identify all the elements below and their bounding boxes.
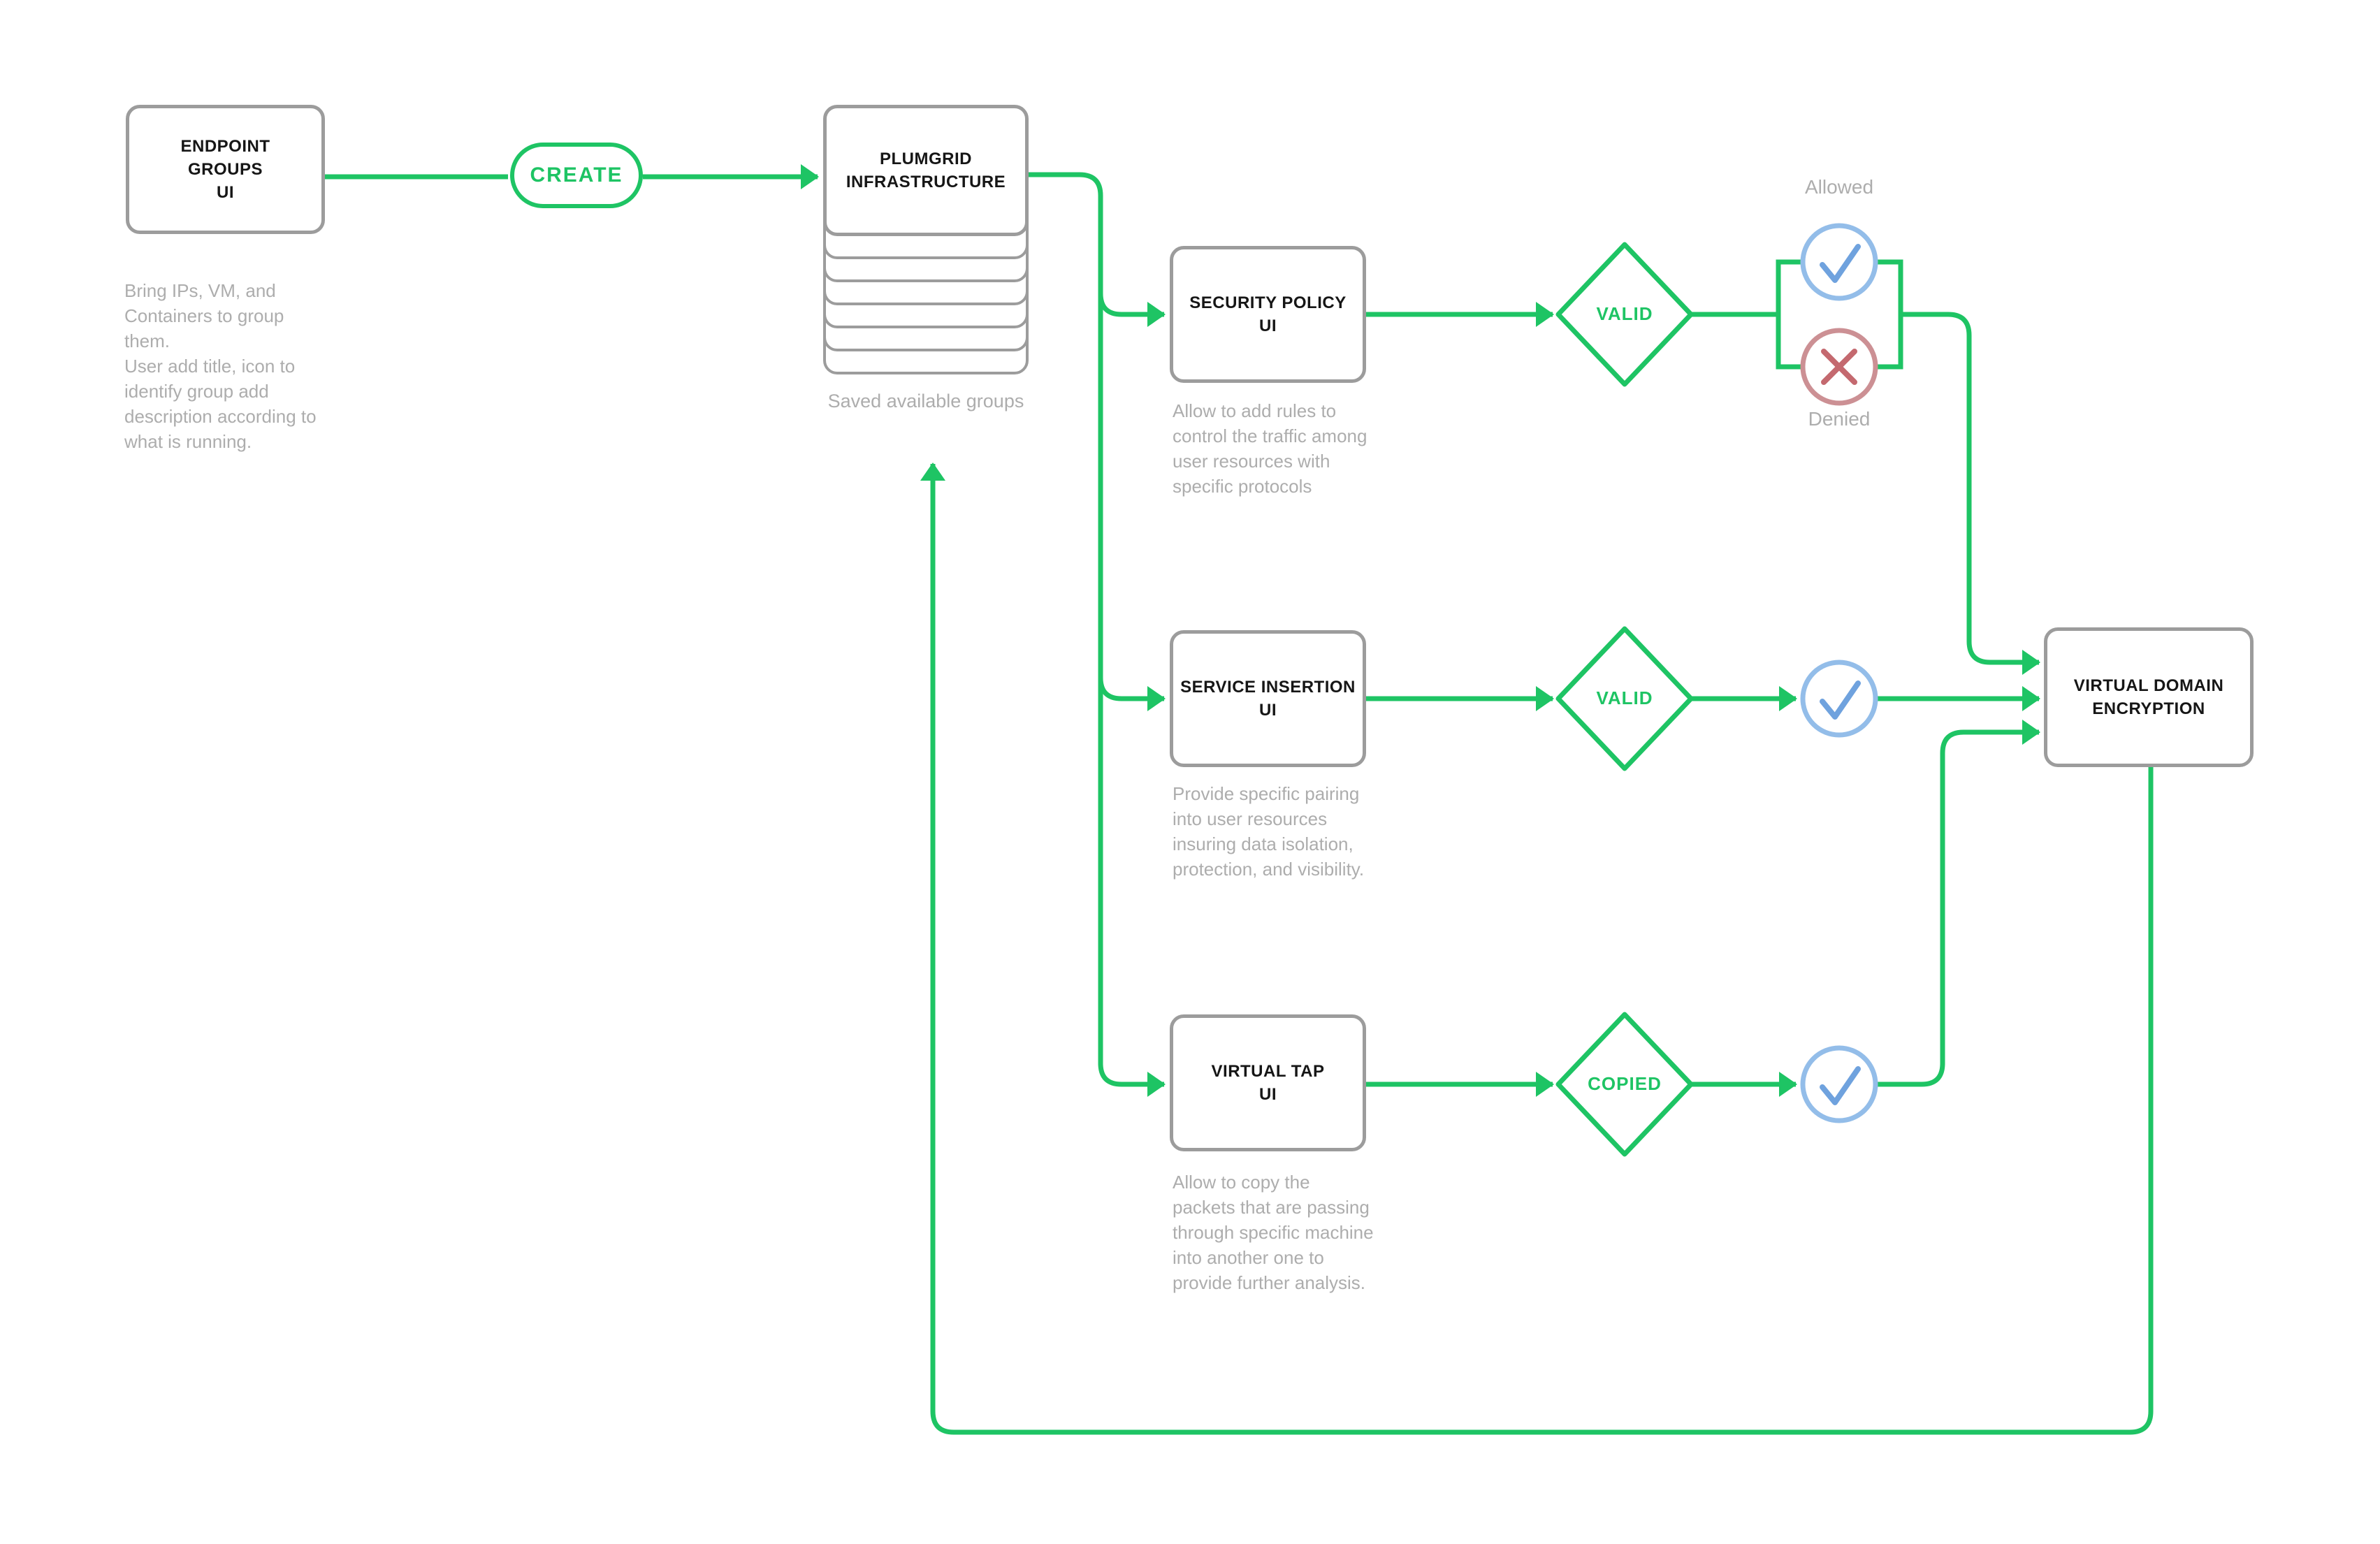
create-action-label: CREATE bbox=[530, 163, 623, 187]
check-icon bbox=[1820, 1066, 1861, 1105]
node-service-insertion: SERVICE INSERTION UI bbox=[1170, 630, 1366, 767]
decision-valid-2 bbox=[1555, 626, 1694, 771]
node-security-policy: SECURITY POLICY UI bbox=[1170, 246, 1366, 383]
edge-branch-security-policy bbox=[1098, 293, 1166, 327]
node-endpoint-groups-title: ENDPOINT GROUPS UI bbox=[180, 137, 270, 202]
copied-check-badge bbox=[1800, 1045, 1878, 1123]
node-plumgrid-infrastructure: PLUMGRID INFRASTRUCTURE bbox=[823, 105, 1029, 236]
decision-valid-2-label: VALID bbox=[1596, 687, 1653, 708]
valid2-check-badge bbox=[1800, 660, 1878, 738]
edge-feedback-loop bbox=[920, 463, 2154, 1435]
edge-bracket-to-vde bbox=[1901, 312, 2040, 675]
node-endpoint-groups: ENDPOINT GROUPS UI bbox=[126, 105, 325, 234]
node-service-insertion-title: SERVICE INSERTION UI bbox=[1180, 678, 1356, 720]
node-security-policy-title: SECURITY POLICY UI bbox=[1189, 293, 1347, 335]
edge-check3-to-vde bbox=[1875, 720, 2040, 1087]
decision-copied bbox=[1555, 1012, 1694, 1157]
allowed-check-badge bbox=[1800, 223, 1878, 301]
node-virtual-tap-title: VIRTUAL TAP UI bbox=[1211, 1062, 1325, 1104]
create-action-pill: CREATE bbox=[510, 143, 643, 208]
node-virtual-domain-encryption: VIRTUAL DOMAIN ENCRYPTION bbox=[2044, 627, 2254, 767]
service-insertion-description: Provide specific pairing into user resou… bbox=[1173, 783, 1365, 880]
endpoint-groups-description: Bring IPs, VM, and Containers to group t… bbox=[124, 280, 317, 452]
denied-cross-badge bbox=[1800, 328, 1878, 406]
decision-copied-label: COPIED bbox=[1588, 1073, 1662, 1094]
edge-plumgrid-trunk bbox=[1029, 172, 1166, 1097]
decision-valid-1-label: VALID bbox=[1596, 303, 1653, 324]
decision-valid-1 bbox=[1555, 242, 1694, 387]
denied-label: Denied bbox=[1808, 408, 1871, 430]
node-vde-title: VIRTUAL DOMAIN ENCRYPTION bbox=[2073, 676, 2224, 718]
saved-groups-caption: Saved available groups bbox=[827, 391, 1024, 412]
edge-branch-service-insertion bbox=[1098, 677, 1166, 711]
allowed-label: Allowed bbox=[1804, 176, 1874, 198]
cross-icon bbox=[1821, 349, 1857, 385]
check-icon bbox=[1820, 680, 1861, 720]
security-policy-description: Allow to add rules to control the traffi… bbox=[1173, 400, 1367, 497]
check-icon bbox=[1820, 244, 1861, 283]
node-virtual-tap: VIRTUAL TAP UI bbox=[1170, 1014, 1366, 1151]
virtual-tap-description: Allow to copy the packets that are passi… bbox=[1173, 1172, 1374, 1293]
node-plumgrid-title: PLUMGRID INFRASTRUCTURE bbox=[846, 150, 1006, 191]
